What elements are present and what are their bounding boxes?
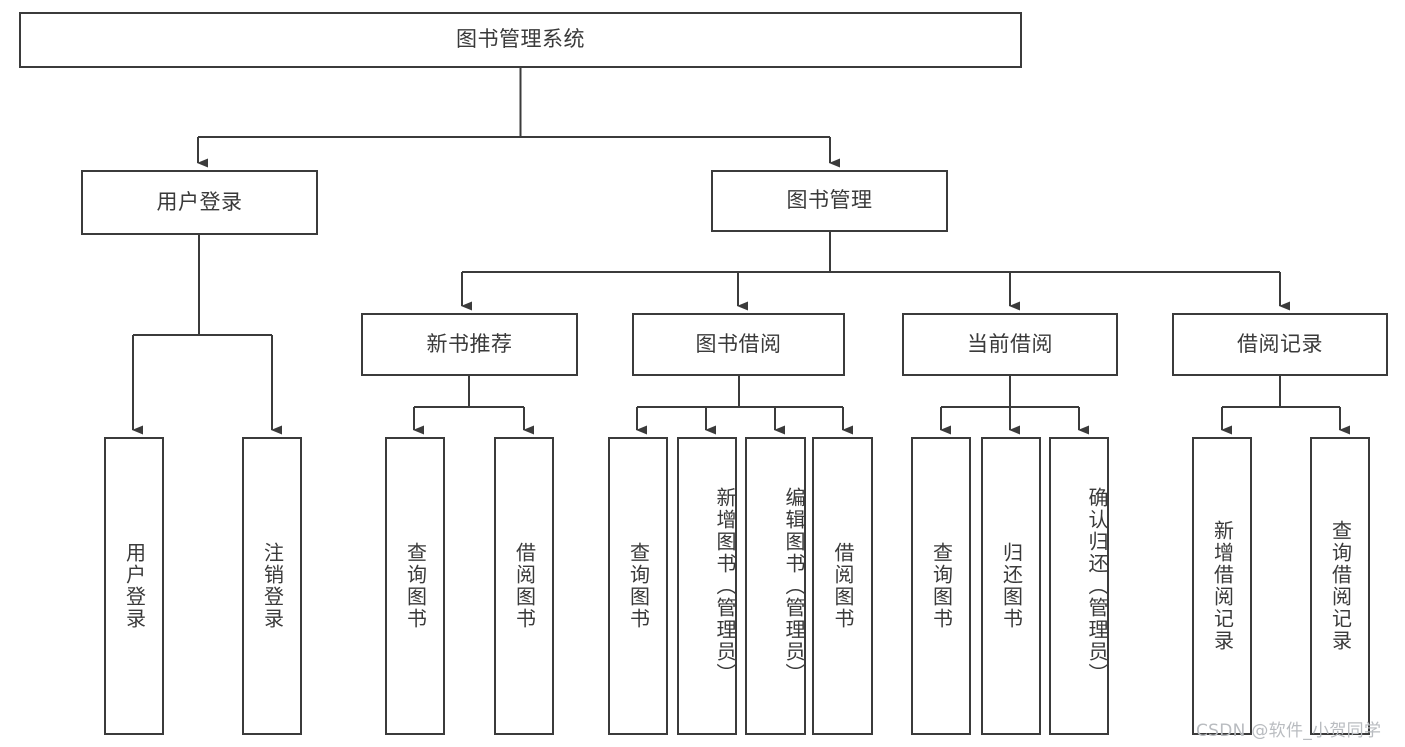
node-leaf-query-book-current[interactable]: 查询图书 (911, 437, 971, 735)
node-book-borrow[interactable]: 图书借阅 (632, 313, 845, 376)
node-leaf-edit-book-admin[interactable]: 编辑图书（管理员） (745, 437, 806, 735)
watermark-text: CSDN @软件_小贺同学 (1196, 721, 1382, 741)
node-leaf-query-book-borrow[interactable]: 查询图书 (608, 437, 668, 735)
node-book-management[interactable]: 图书管理 (711, 170, 948, 232)
node-leaf-logout[interactable]: 注销登录 (242, 437, 302, 735)
node-borrow-record[interactable]: 借阅记录 (1172, 313, 1388, 376)
node-leaf-user-login[interactable]: 用户登录 (104, 437, 164, 735)
node-leaf-query-borrow-record[interactable]: 查询借阅记录 (1310, 437, 1370, 735)
node-root-system[interactable]: 图书管理系统 (19, 12, 1022, 68)
node-leaf-confirm-return-admin[interactable]: 确认归还（管理员） (1049, 437, 1109, 735)
node-leaf-add-borrow-record[interactable]: 新增借阅记录 (1192, 437, 1252, 735)
node-leaf-add-book-admin[interactable]: 新增图书（管理员） (677, 437, 737, 735)
node-user-login[interactable]: 用户登录 (81, 170, 318, 235)
node-leaf-return-book[interactable]: 归还图书 (981, 437, 1041, 735)
node-current-borrow[interactable]: 当前借阅 (902, 313, 1118, 376)
node-leaf-borrow-book[interactable]: 借阅图书 (812, 437, 873, 735)
node-leaf-query-book-recommend[interactable]: 查询图书 (385, 437, 445, 735)
node-new-book-recommend[interactable]: 新书推荐 (361, 313, 578, 376)
node-leaf-borrow-book-recommend[interactable]: 借阅图书 (494, 437, 554, 735)
